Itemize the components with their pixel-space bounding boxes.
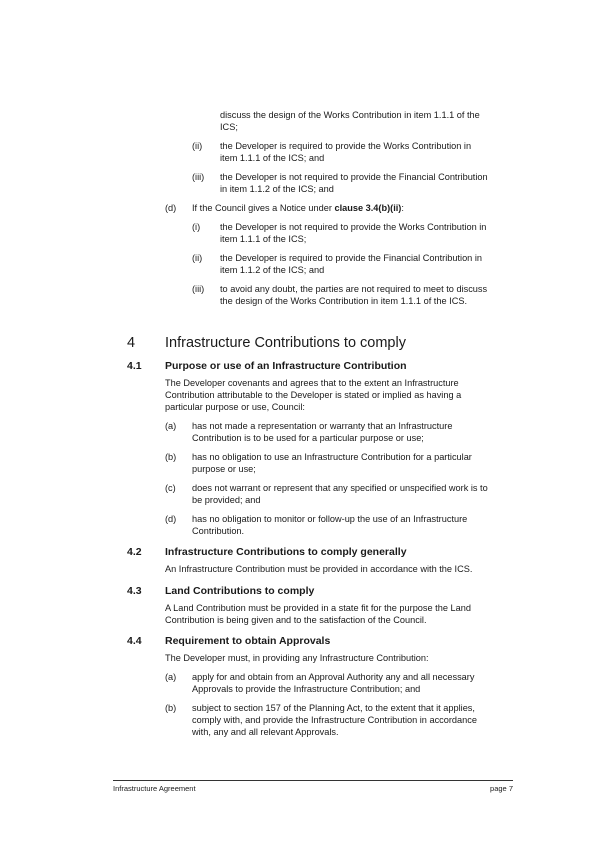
- list-label: (c): [165, 483, 176, 493]
- list-label: (ii): [192, 141, 203, 151]
- text-line: ICS;: [220, 122, 238, 132]
- section-number: 4: [127, 335, 136, 351]
- list-label: (d): [165, 514, 177, 524]
- list-label: (iii): [192, 284, 205, 294]
- text-line: particular purpose or use, Council:: [165, 402, 305, 412]
- text-line: purpose or use;: [192, 464, 256, 474]
- subsection-title: Purpose or use of an Infrastructure Cont…: [165, 360, 407, 372]
- footer-document-title: Infrastructure Agreement: [113, 784, 196, 793]
- text-line: item 1.1.1 of the ICS; and: [220, 153, 325, 163]
- text-line: be provided; and: [192, 495, 261, 505]
- text-line: to avoid any doubt, the parties are not …: [220, 284, 488, 294]
- text-line: the Developer is required to provide the…: [220, 141, 472, 151]
- text-span: :: [401, 203, 404, 213]
- list-label: (d): [165, 203, 177, 213]
- text-line: If the Council gives a Notice under clau…: [192, 202, 404, 215]
- text-line: comply with, and provide the Infrastruct…: [192, 715, 477, 725]
- text-line: apply for and obtain from an Approval Au…: [192, 672, 475, 682]
- text-line: Approvals to provide the Infrastructure …: [192, 684, 421, 694]
- section-title: Infrastructure Contributions to comply: [165, 335, 406, 351]
- subsection-title: Infrastructure Contributions to comply g…: [165, 546, 407, 558]
- text-span: If the Council gives a Notice under: [192, 203, 335, 213]
- text-line: Contribution.: [192, 526, 245, 536]
- text-line: the design of the Works Contribution in …: [220, 296, 468, 306]
- subsection-number: 4.4: [127, 635, 142, 647]
- text-line: A Land Contribution must be provided in …: [165, 603, 471, 613]
- subsection-number: 4.3: [127, 585, 142, 597]
- text-line: has not made a representation or warrant…: [192, 421, 453, 431]
- subsection-title: Requirement to obtain Approvals: [165, 635, 331, 647]
- subsection-number: 4.2: [127, 546, 142, 558]
- list-label: (b): [165, 452, 177, 462]
- text-line: item 1.1.2 of the ICS; and: [220, 265, 325, 275]
- list-label: (b): [165, 703, 177, 713]
- text-line: has no obligation to use an Infrastructu…: [192, 452, 472, 462]
- text-line: the Developer is required to provide the…: [220, 253, 482, 263]
- text-line: The Developer covenants and agrees that …: [165, 378, 459, 388]
- text-line: in item 1.1.2 of the ICS; and: [220, 184, 334, 194]
- text-line: Contribution is to be used for a particu…: [192, 433, 424, 443]
- text-line: discuss the design of the Works Contribu…: [220, 110, 480, 120]
- footer-page-number: page 7: [490, 784, 513, 793]
- subsection-title: Land Contributions to comply: [165, 585, 315, 597]
- list-label: (ii): [192, 253, 203, 263]
- text-line: The Developer must, in providing any Inf…: [165, 653, 429, 663]
- text-line: has no obligation to monitor or follow-u…: [192, 514, 468, 524]
- text-line: with, any and all relevant Approvals.: [192, 727, 339, 737]
- text-line: item 1.1.1 of the ICS;: [220, 234, 307, 244]
- text-line: the Developer is not required to provide…: [220, 172, 488, 182]
- text-line: An Infrastructure Contribution must be p…: [165, 564, 473, 574]
- text-line: the Developer is not required to provide…: [220, 222, 487, 232]
- list-label: (a): [165, 421, 177, 431]
- text-line: subject to section 157 of the Planning A…: [192, 703, 475, 713]
- text-line: Contribution attributable to the Develop…: [165, 390, 462, 400]
- subsection-number: 4.1: [127, 360, 142, 372]
- list-label: (a): [165, 672, 177, 682]
- text-line: Contribution is being given and to the s…: [165, 615, 427, 625]
- clause-reference: clause 3.4(b)(ii): [334, 203, 402, 213]
- footer-rule: [113, 780, 513, 781]
- text-line: does not warrant or represent that any s…: [192, 483, 488, 493]
- list-label: (iii): [192, 172, 205, 182]
- list-label: (i): [192, 222, 201, 232]
